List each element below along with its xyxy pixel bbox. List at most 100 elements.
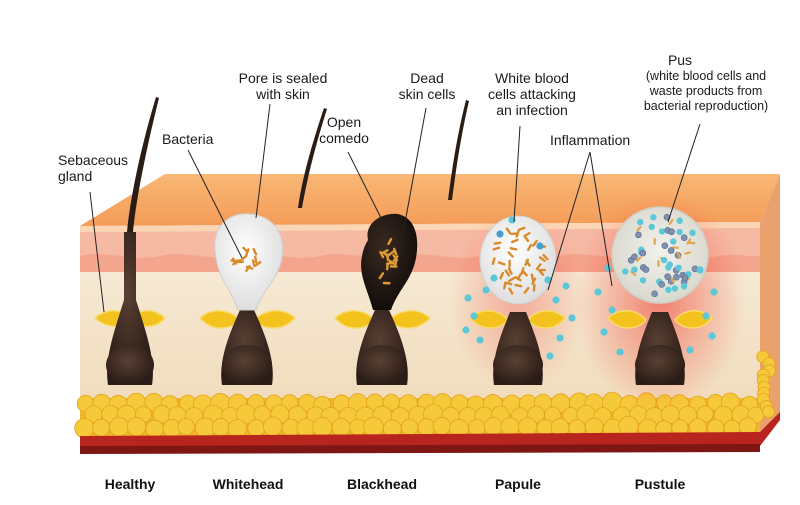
white-blood-cell xyxy=(616,348,624,356)
fat-globule xyxy=(401,418,419,436)
white-blood-cell xyxy=(710,288,718,296)
bacterium xyxy=(527,243,533,252)
bacterium xyxy=(389,265,398,268)
pus-cell xyxy=(661,242,669,249)
bacterium xyxy=(508,276,516,283)
bacterium xyxy=(388,259,396,265)
fat-globule xyxy=(518,417,538,437)
fat-globule xyxy=(211,418,230,437)
whitehead-follicle xyxy=(198,213,297,385)
bacterium xyxy=(504,281,513,286)
hair-strand xyxy=(448,100,469,200)
white-blood-cell xyxy=(544,276,552,284)
bacterium xyxy=(686,238,692,245)
label-pus-title: Pus xyxy=(667,52,693,68)
white-blood-cell xyxy=(556,334,564,342)
bacterium xyxy=(542,253,549,261)
label-inflammation: Inflammation xyxy=(550,132,631,148)
bacterium xyxy=(684,251,691,255)
stage-label-papule: Papule xyxy=(495,476,541,492)
papule-follicle xyxy=(462,215,576,385)
bacterium xyxy=(245,265,254,270)
white-blood-cell xyxy=(604,264,612,272)
pus-cell xyxy=(637,218,644,226)
white-blood-cell xyxy=(686,346,694,354)
white-blood-cell xyxy=(546,352,554,360)
pus-cell xyxy=(673,273,680,281)
pus-cell xyxy=(658,281,666,288)
bacterium xyxy=(240,254,248,261)
pus-cell xyxy=(639,277,647,284)
fat-globule xyxy=(331,418,351,438)
pus-cell xyxy=(622,268,629,275)
bacterium xyxy=(387,250,395,257)
bacterium xyxy=(497,261,506,266)
fat-globule xyxy=(145,419,164,439)
white-blood-cell xyxy=(702,312,710,320)
pus-cell xyxy=(671,285,679,292)
white-blood-cell xyxy=(600,328,608,336)
bacterium xyxy=(499,271,505,280)
bacterium xyxy=(514,283,523,288)
bacterium xyxy=(387,237,393,246)
bacterium xyxy=(491,257,496,265)
white-blood-cell xyxy=(470,312,478,320)
pus-cell xyxy=(676,228,683,236)
fat-globule xyxy=(92,418,111,437)
white-blood-cell xyxy=(482,286,490,294)
whitehead-bacteria xyxy=(230,246,262,272)
stage-label-blackhead: Blackhead xyxy=(346,476,418,492)
bacterium xyxy=(657,259,660,267)
bacterium xyxy=(653,237,656,245)
white-blood-cell xyxy=(562,282,570,290)
bacterium xyxy=(245,248,250,256)
label-bacteria: Bacteria xyxy=(162,131,214,147)
bacterium xyxy=(381,249,389,255)
bacterium xyxy=(630,270,637,277)
pus-cell xyxy=(631,266,638,273)
pus-cell xyxy=(658,228,666,235)
papule-sac xyxy=(479,215,557,305)
fat-globule xyxy=(363,416,384,438)
bacterium xyxy=(232,259,239,266)
pus-cell xyxy=(675,264,682,271)
white-blood-cell xyxy=(552,296,560,304)
pus-cell xyxy=(651,290,658,298)
pus-cell xyxy=(689,229,696,237)
pus-cell xyxy=(680,283,688,290)
bacterium xyxy=(507,251,514,258)
pus-cell xyxy=(639,249,647,257)
fat-globule xyxy=(432,417,451,436)
fat-globule xyxy=(262,416,283,437)
fat-globule xyxy=(177,417,195,436)
white-blood-cell xyxy=(608,306,616,314)
pus-cell xyxy=(642,266,650,273)
stage-label-whitehead: Whitehead xyxy=(212,476,284,492)
fat-globule xyxy=(417,418,436,436)
bacterium xyxy=(252,248,258,256)
bacterium xyxy=(636,225,642,232)
bacterium xyxy=(517,226,526,231)
bacterium xyxy=(254,261,262,267)
bacterium xyxy=(523,286,530,294)
white-blood-cell xyxy=(476,336,484,344)
bacterium xyxy=(507,267,513,275)
pus-cell xyxy=(667,247,675,254)
pus-cell xyxy=(681,274,689,281)
blackhead-follicle xyxy=(333,213,432,385)
pustule-follicle xyxy=(594,206,718,385)
pus-cell xyxy=(676,217,683,224)
muscle-layer xyxy=(80,412,780,448)
bacterium xyxy=(509,246,518,251)
pus-cell xyxy=(660,256,668,264)
bacterium xyxy=(669,276,675,283)
bacterium xyxy=(676,252,682,259)
fat-globule xyxy=(109,416,129,437)
fat-globule xyxy=(312,417,333,438)
bacterium xyxy=(538,256,546,263)
white-blood-cell xyxy=(464,294,472,302)
